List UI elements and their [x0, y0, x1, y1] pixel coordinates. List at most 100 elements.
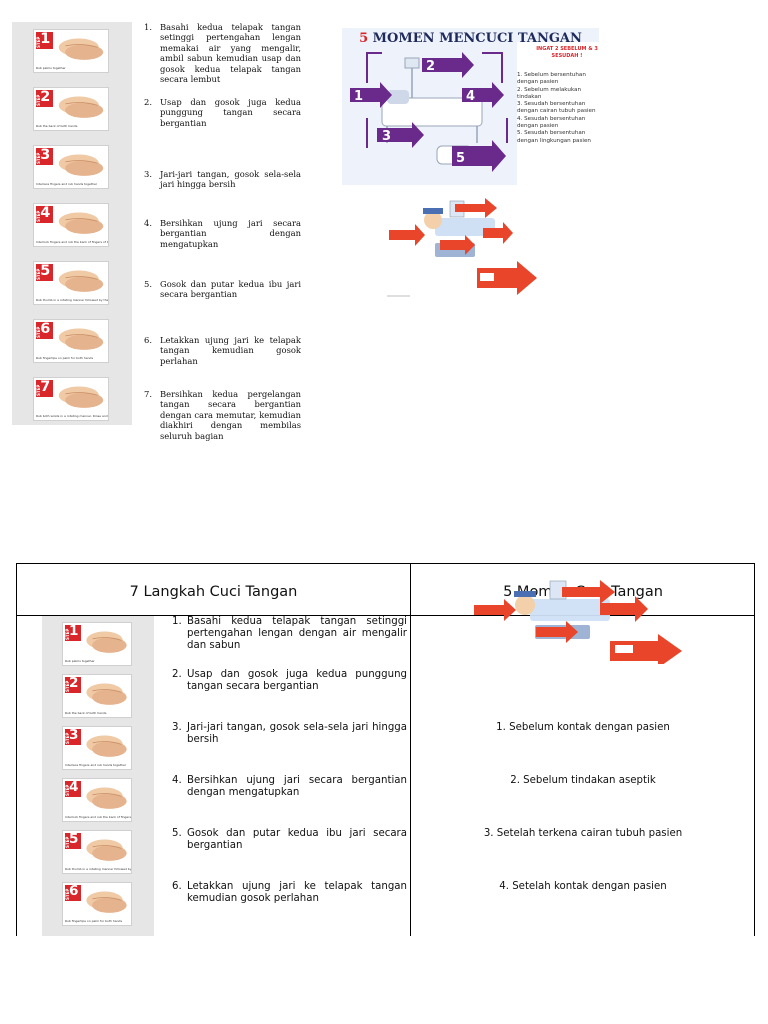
step-badge-label: STEP — [36, 384, 41, 396]
hands-icon — [58, 386, 104, 408]
step-caption: Rub fingertips on palm for both hands — [36, 356, 94, 360]
hands-icon — [86, 631, 127, 653]
step-badge-label: STEP — [65, 680, 70, 692]
step-caption: Rub palms together — [36, 66, 66, 70]
step-badge-label: STEP — [36, 152, 41, 164]
list-item: 5. Sesudah bersentuhan dengan lingkungan… — [517, 130, 591, 144]
moment-item: 1. Sebelum kontak dengan pasien — [496, 722, 670, 733]
step-badge-label: STEP — [36, 36, 41, 48]
hands-icon — [86, 839, 127, 861]
step-caption: Interlock fingers and rub the back of fi… — [65, 815, 132, 819]
step-caption: Rub thumb in a rotating manner followed … — [36, 298, 109, 302]
step-number: 4 — [69, 779, 79, 795]
step-caption: Rub palms together — [65, 659, 95, 663]
comparison-table — [16, 563, 755, 936]
list-item: 4. Sesudah bersentuhan dengan pasien — [517, 115, 586, 130]
hands-icon — [86, 735, 127, 757]
step-caption: Rub the back of both hands — [36, 124, 78, 128]
step-number: 3 — [69, 727, 79, 743]
step-badge-label: STEP — [36, 326, 41, 338]
step-caption: Rub fingertips on palm for both hands — [65, 919, 123, 923]
hands-icon — [86, 683, 127, 705]
hands-icon — [58, 154, 104, 176]
step-badge-label: STEP — [65, 732, 70, 744]
step-caption: Interlace fingers and rub hands together — [36, 182, 98, 186]
step-badge-label: STEP — [65, 784, 70, 796]
step-number: 7 — [40, 379, 51, 395]
step-number: 5 — [69, 831, 79, 847]
svg-text:1: 1 — [354, 89, 363, 104]
step-number: 2 — [40, 89, 51, 105]
step-caption: Rub thumb in a rotating manner followed … — [65, 867, 132, 871]
hands-icon — [58, 212, 104, 234]
step-number: 6 — [40, 321, 51, 337]
svg-text:3: 3 — [382, 129, 391, 144]
five-moments-poster: 5 MOMEN MENCUCI TANGAN 1 2 3 4 5 — [342, 28, 599, 185]
step-caption: Rub the back of both hands — [65, 711, 107, 715]
step-number: 6 — [69, 883, 79, 899]
hands-icon — [58, 270, 104, 292]
poster-reminder: INGAT 2 SEBELUM & 3 SESUDAH ! — [536, 46, 598, 59]
poster-illustration: 1 2 3 4 5 — [350, 42, 599, 185]
step-number: 1 — [40, 31, 51, 47]
step-badge-label: STEP — [36, 268, 41, 280]
step-number: 2 — [69, 675, 79, 691]
step-number: 1 — [69, 623, 79, 639]
step-number: 3 — [40, 147, 51, 163]
step-badge-label: STEP — [65, 888, 70, 900]
step-badge-label: STEP — [65, 836, 70, 848]
hands-icon — [58, 38, 104, 60]
step-badge-label: STEP — [36, 210, 41, 222]
hands-icon — [58, 96, 104, 118]
step-caption: Interlock fingers and rub the back of fi… — [36, 240, 109, 244]
hands-icon — [86, 891, 127, 913]
moment-item: 2. Sebelum tindakan aseptik — [510, 775, 656, 786]
list-item: 1. Sebelum bersentuhan dengan pasien — [517, 72, 586, 86]
poster-moment-list: 1. Sebelum bersentuhan dengan pasien 2. … — [517, 72, 607, 145]
table-moments-illustration — [474, 580, 682, 664]
step-caption: Rub both wrists in a rotating manner. Ri… — [36, 414, 108, 418]
step-badge-label: STEP — [65, 628, 70, 640]
moment-item: 4. Setelah kontak dengan pasien — [499, 881, 667, 892]
list-item: 3. Sesudah bersentuhan dengan cairan tub… — [517, 101, 596, 115]
step-caption: Interlace fingers and rub hands together — [65, 763, 127, 767]
step-number: 5 — [40, 263, 51, 279]
hands-icon — [58, 328, 104, 350]
svg-text:4: 4 — [466, 89, 475, 104]
svg-text:5: 5 — [456, 151, 465, 166]
moments-arrows-illustration — [387, 198, 537, 297]
svg-text:2: 2 — [426, 59, 435, 74]
step-badge-label: STEP — [36, 94, 41, 106]
moment-item: 3. Setelah terkena cairan tubuh pasien — [483, 828, 683, 839]
step-number: 4 — [40, 205, 51, 221]
hands-icon — [86, 787, 127, 809]
table-header-left: 7 Langkah Cuci Tangan — [129, 584, 298, 600]
list-item: 2. Sebelum melakukan tindakan — [517, 86, 582, 100]
